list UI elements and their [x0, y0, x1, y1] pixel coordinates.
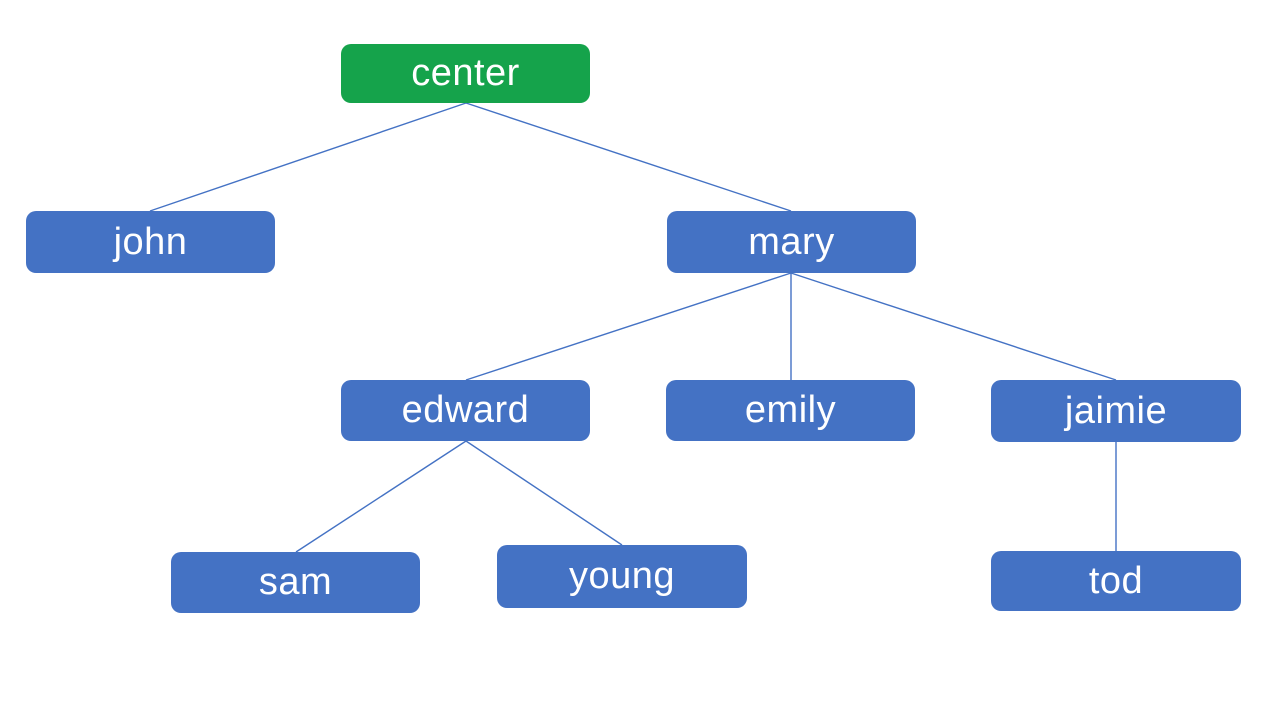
edge-center-john [149, 102, 467, 212]
edge-mary-jaimie [790, 272, 1117, 381]
node-edward-label: edward [401, 389, 530, 431]
node-sam[interactable]: sam [171, 552, 420, 613]
node-young[interactable]: young [497, 545, 747, 608]
node-mary[interactable]: mary [667, 211, 916, 273]
node-edward[interactable]: edward [341, 380, 590, 441]
node-john-label: john [113, 220, 188, 263]
node-jaimie-label: jaimie [1064, 389, 1168, 432]
node-young-label: young [568, 555, 676, 597]
node-john[interactable]: john [26, 211, 275, 273]
node-mary-label: mary [748, 220, 835, 263]
edge-mary-edward [465, 272, 792, 381]
node-emily[interactable]: emily [666, 380, 915, 441]
node-tod[interactable]: tod [991, 551, 1241, 611]
node-emily-label: emily [744, 389, 837, 431]
node-jaimie[interactable]: jaimie [991, 380, 1241, 442]
node-sam-label: sam [258, 561, 333, 603]
edge-center-mary [465, 102, 792, 212]
node-center-label: center [411, 52, 520, 94]
edge-edward-sam [295, 440, 467, 553]
edge-edward-young [465, 440, 623, 546]
node-tod-label: tod [1088, 559, 1144, 602]
node-center[interactable]: center [341, 44, 590, 103]
